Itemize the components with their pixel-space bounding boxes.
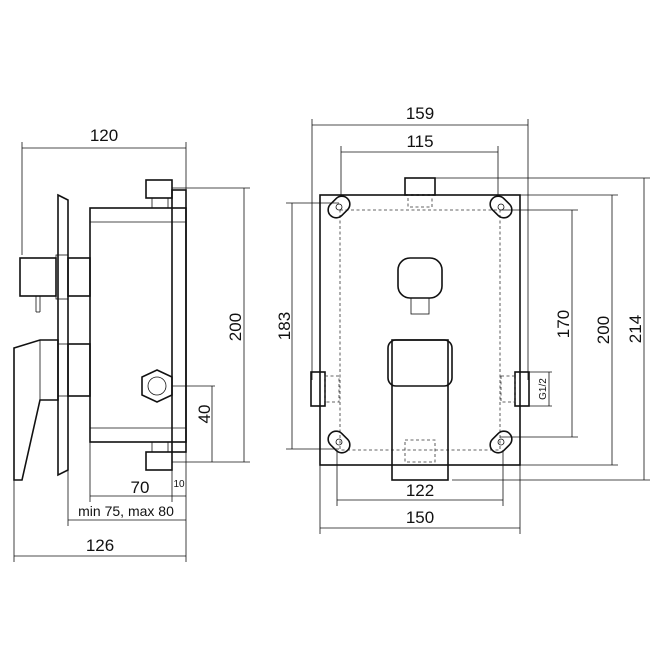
dim-height-170: 170 xyxy=(554,310,573,338)
bottom-connector xyxy=(145,451,173,471)
side-view: 120 200 40 70 10 min 75, max 80 126 xyxy=(13,126,250,562)
dim-height-214: 214 xyxy=(626,315,645,343)
dim-depth-70: 70 xyxy=(131,478,150,497)
dim-outlet-40: 40 xyxy=(195,405,214,424)
mounting-slot-top-right xyxy=(489,195,513,219)
lever-handle xyxy=(13,339,59,481)
diverter-knob xyxy=(19,257,57,297)
dim-height-200: 200 xyxy=(226,313,245,341)
dim-offset-10: 10 xyxy=(173,479,185,490)
dim-install-depth: min 75, max 80 xyxy=(78,503,174,519)
top-connector xyxy=(145,179,173,199)
mounting-slot-bottom-left xyxy=(327,430,351,454)
front-left-connector xyxy=(310,371,326,407)
mounting-slot-bottom-right xyxy=(489,430,513,454)
dim-bottom-150: 150 xyxy=(406,508,434,527)
dim-width-120: 120 xyxy=(90,126,118,145)
front-right-connector xyxy=(514,371,530,407)
dim-total-126: 126 xyxy=(86,536,114,555)
dim-height-183: 183 xyxy=(275,312,294,340)
front-view: 159 115 183 170 200 214 G1/2 xyxy=(275,104,650,534)
mounting-slot-top-left xyxy=(327,195,351,219)
cover-plate xyxy=(57,193,69,477)
front-diverter-knob xyxy=(397,257,443,315)
wall-box-outline xyxy=(319,194,521,466)
dim-height-200-front: 200 xyxy=(594,316,613,344)
outlet-hex-nut xyxy=(141,369,173,403)
box-flange xyxy=(171,189,187,453)
thread-label-g12: G1/2 xyxy=(538,378,549,400)
front-top-connector xyxy=(404,177,436,196)
dim-inner-115: 115 xyxy=(406,132,433,151)
front-lever-handle xyxy=(387,339,453,481)
front-bottom-connector xyxy=(404,439,436,463)
dim-outer-159: 159 xyxy=(406,104,434,123)
dim-bottom-122: 122 xyxy=(406,481,434,500)
inner-dashed-outline xyxy=(339,209,501,451)
